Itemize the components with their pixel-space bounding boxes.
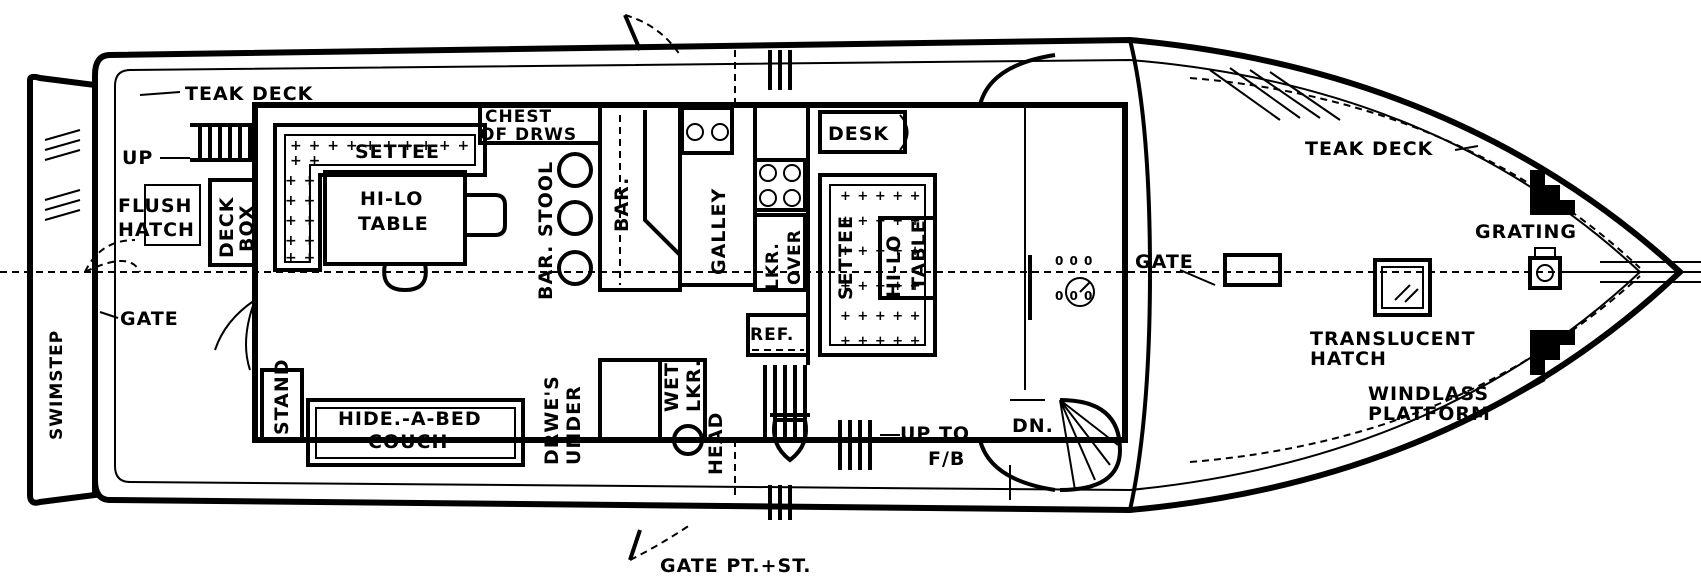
swimstep-label: SWIMSTEP bbox=[47, 330, 67, 440]
gate-fwd-label: GATE bbox=[1135, 251, 1194, 273]
svg-text:+ +: + + bbox=[285, 250, 316, 266]
galley-label: GALLEY bbox=[708, 188, 730, 275]
stand-label: STAND bbox=[271, 358, 293, 435]
translucent-hatch-label-1: TRANSLUCENT bbox=[1310, 328, 1476, 350]
stove-burners bbox=[753, 158, 807, 212]
flush-hatch bbox=[144, 184, 201, 246]
hide-a-bed-couch bbox=[306, 398, 525, 467]
hilo-table-fwd-label-1: HI-LO bbox=[883, 235, 905, 298]
hide-a-bed-label-2: COUCH bbox=[368, 431, 448, 453]
hilo-table-aft-label-2: TABLE bbox=[358, 213, 429, 235]
gate-pt-st-label: GATE PT.+ST. bbox=[660, 555, 812, 577]
hilo-table-aft-label-1: HI-LO bbox=[360, 188, 423, 210]
side-gates: GATE PT.+ST. bbox=[623, 14, 812, 577]
windlass bbox=[1528, 247, 1620, 290]
foredeck: TEAK DECK GATE GRATING TRANSLUCENT HATCH… bbox=[1135, 138, 1620, 425]
wet-locker-label-1: WET bbox=[661, 362, 683, 412]
chest-of-drawers-label-1: CHEST bbox=[485, 107, 552, 127]
svg-text:+ + + + +: + + + + + bbox=[840, 309, 922, 324]
up-stairs bbox=[190, 123, 252, 162]
svg-text:0 0 0: 0 0 0 bbox=[1055, 254, 1093, 268]
gate-aft-label: GATE bbox=[120, 308, 179, 330]
drawers-under-label-1: DRWE'S bbox=[541, 375, 563, 465]
refrigerator-label: REF. bbox=[750, 325, 794, 345]
translucent-hatch-label-2: HATCH bbox=[1310, 348, 1387, 370]
up-to-fb-label-1: UP TO bbox=[900, 423, 970, 445]
helm-station: 0 0 0 0 0 0 bbox=[1024, 105, 1095, 390]
deck-box-label-1: DECK bbox=[216, 196, 238, 258]
svg-text:+ +: + + bbox=[285, 213, 316, 229]
stand bbox=[260, 368, 304, 442]
head-label: HEAD bbox=[705, 412, 727, 475]
windlass-platform-label-1: WINDLASS bbox=[1368, 383, 1489, 405]
wet-locker bbox=[658, 358, 707, 442]
translucent-hatch bbox=[1373, 258, 1432, 317]
settee-plus-marks: + + + + + + + + + + + + + + + + + + + + … bbox=[285, 138, 470, 266]
hilo-table-aft bbox=[323, 170, 467, 266]
locker-oven bbox=[753, 213, 807, 292]
svg-text:0 0 0: 0 0 0 bbox=[1055, 289, 1093, 303]
bar-stool-1 bbox=[557, 152, 593, 188]
windlass-platform-label-2: PLATFORM bbox=[1368, 403, 1491, 425]
hide-a-bed-label-1: HIDE.-A-BED bbox=[338, 408, 482, 430]
stairs bbox=[763, 365, 872, 520]
drawers-under-label-2: UNDER bbox=[563, 385, 585, 465]
bar-stool-3 bbox=[557, 250, 593, 286]
up-to-fb-label-2: F/B bbox=[928, 448, 965, 470]
wet-locker-drain-icon bbox=[672, 424, 704, 456]
hilo-table-fwd bbox=[878, 216, 937, 300]
svg-text:+ + + + +: + + + + + bbox=[840, 334, 922, 349]
bar-stool-2 bbox=[557, 200, 593, 236]
desk bbox=[818, 110, 907, 154]
deck-box bbox=[208, 178, 257, 267]
flush-hatch-label-1: FLUSH bbox=[118, 195, 192, 217]
down-label: DN. bbox=[1012, 415, 1054, 437]
grating-lower bbox=[1530, 330, 1575, 375]
settee-aft-label: SETTEE bbox=[355, 141, 440, 163]
salon: CHEST OF DRWS + + + + + + + + + + + + + … bbox=[214, 53, 1128, 520]
up-label: UP bbox=[122, 147, 153, 169]
galley-sink bbox=[680, 106, 734, 155]
desk-label: DESK bbox=[828, 123, 889, 145]
swim-step: SWIMSTEP bbox=[27, 73, 98, 506]
aft-deck: TEAK DECK UP FLUSH HATCH DECK BOX GATE bbox=[84, 83, 314, 330]
locker-oven-label-1: LKR. bbox=[763, 242, 783, 290]
teak-deck-fwd-label: TEAK DECK bbox=[1305, 138, 1434, 160]
grating-label: GRATING bbox=[1475, 221, 1577, 243]
flush-hatch-label-2: HATCH bbox=[118, 219, 195, 241]
svg-text:+ +: + + bbox=[285, 173, 316, 189]
bar-label: BAR. bbox=[611, 177, 633, 232]
svg-text:+ + + + +: + + + + + bbox=[840, 189, 922, 204]
deck-box-label-2: BOX bbox=[236, 204, 258, 252]
locker-oven-label-2: OVER bbox=[785, 229, 805, 285]
chest-of-drawers-label-2: OF DRWS bbox=[480, 125, 577, 145]
settee-fwd-label: SETTEE bbox=[835, 215, 857, 300]
svg-text:+ +: + + bbox=[290, 153, 321, 169]
svg-text:+ +: + + bbox=[285, 233, 316, 249]
bar-stool-label: BAR. STOOL bbox=[535, 161, 557, 300]
wet-locker-label-2: LKR. bbox=[683, 359, 705, 412]
svg-text:+ +: + + bbox=[285, 193, 316, 209]
hilo-table-fwd-label-2: TABLE bbox=[908, 219, 930, 290]
svg-text:+ + + + + + + + + +: + + + + + + + + + + bbox=[290, 138, 470, 154]
spiral-stair bbox=[1059, 398, 1123, 492]
grating-upper bbox=[1530, 170, 1575, 215]
teak-deck-aft-label: TEAK DECK bbox=[185, 83, 314, 105]
